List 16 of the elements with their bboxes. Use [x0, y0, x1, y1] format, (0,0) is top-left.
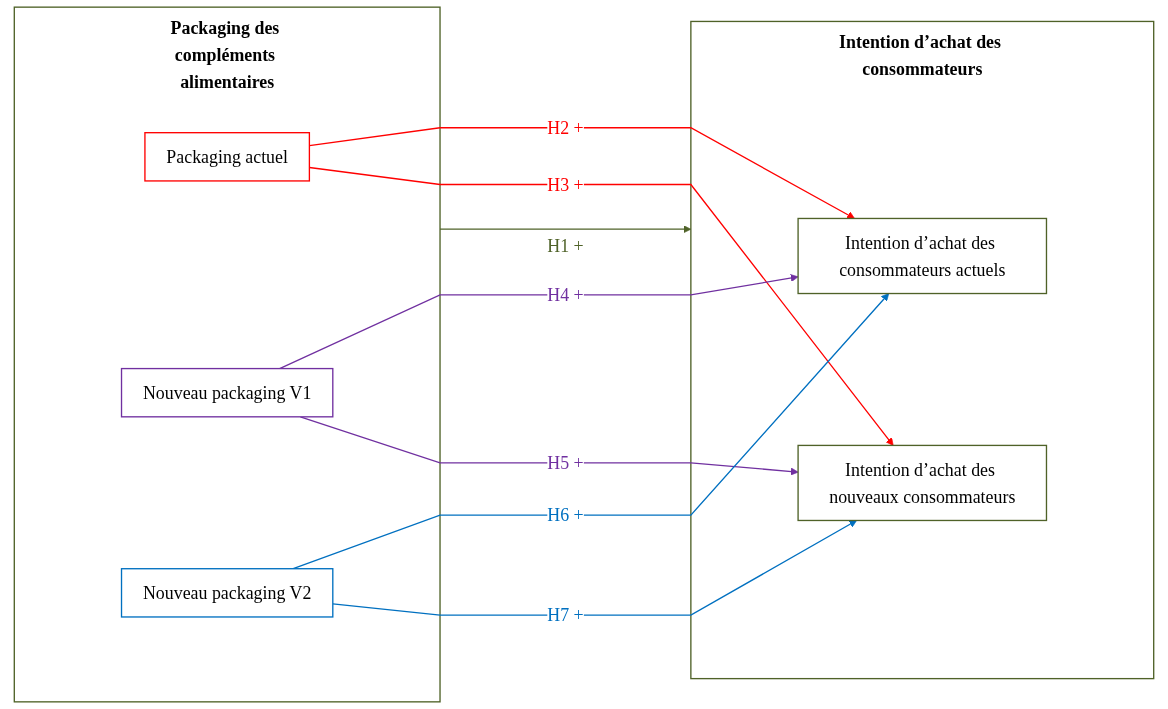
edge-label: H3 +	[547, 174, 584, 195]
edge-label: H7 +	[547, 605, 584, 626]
arrow	[278, 274, 799, 370]
edge-label: H2 +	[547, 117, 584, 138]
node-box: Intention d’achat des consommateurs actuels	[797, 217, 1048, 295]
arrow	[439, 225, 692, 234]
arrow	[299, 416, 799, 476]
node-box: Nouveau packaging V1	[120, 367, 334, 418]
edge-label: H1 +	[547, 236, 584, 256]
node-box: Packaging actuel	[144, 132, 311, 182]
node-box: Nouveau packaging V2	[120, 568, 334, 618]
edge-label: H5 +	[547, 453, 584, 473]
edge-label: H6 +	[547, 505, 584, 525]
arrow	[332, 520, 857, 616]
edge-label: H4 +	[547, 285, 584, 305]
node-box: Intention d’achat des nouveaux consommateurs	[797, 444, 1048, 522]
